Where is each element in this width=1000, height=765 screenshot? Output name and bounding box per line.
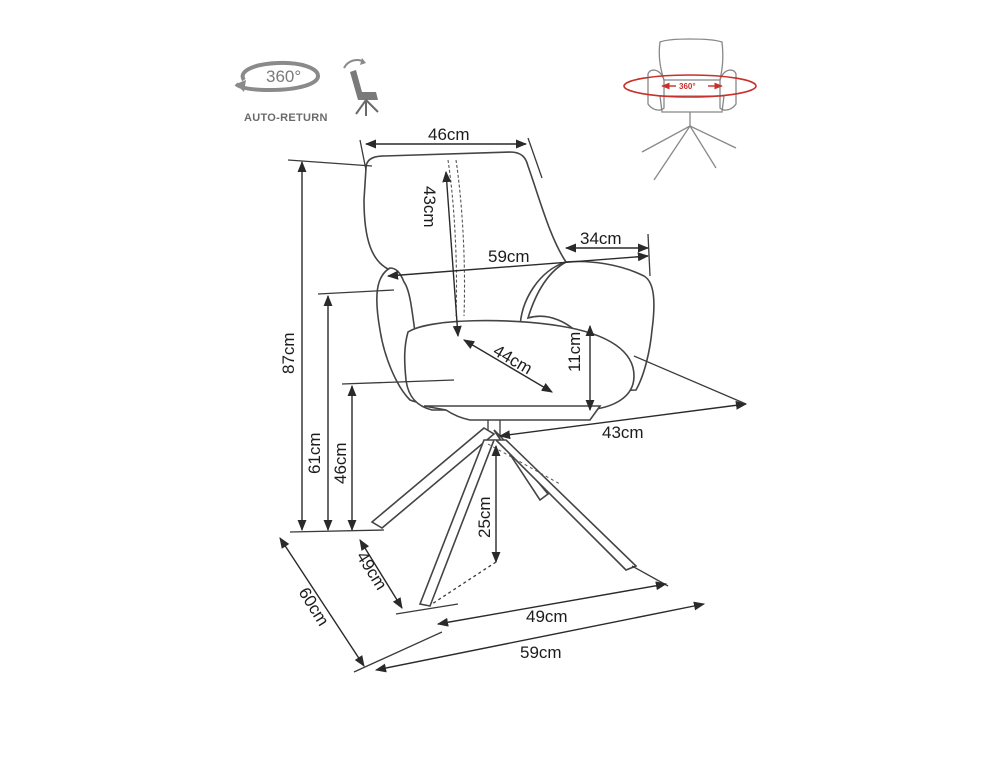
armrest-height-label: 61cm xyxy=(305,432,324,474)
base-depth-label: 49cm xyxy=(353,548,391,593)
backrest-width-label: 46cm xyxy=(428,125,470,144)
overall-depth-label: 60cm xyxy=(295,584,333,629)
chair-outline xyxy=(363,151,655,607)
base-width-label: 49cm xyxy=(526,607,568,626)
auto-return-chair-icon xyxy=(343,58,379,116)
rotation-360-icon: 360° xyxy=(234,60,321,93)
thumbnail-chair-image: 360° xyxy=(623,38,757,181)
arm-width-label: 34cm xyxy=(580,229,622,248)
dimension-lines xyxy=(279,137,748,673)
base-height-label: 25cm xyxy=(475,496,494,538)
total-height-label: 87cm xyxy=(279,332,298,374)
backrest-height-label: 43cm xyxy=(420,186,439,228)
thumbnail-360-label: 360° xyxy=(679,82,696,91)
rotation-360-label: 360° xyxy=(266,67,301,86)
auto-return-label: AUTO-RETURN xyxy=(244,112,328,124)
overall-width-arms-label: 59cm xyxy=(488,247,530,266)
overall-width-label: 59cm xyxy=(520,643,562,662)
seat-side-depth-label: 43cm xyxy=(602,423,644,442)
cushion-height-label: 11cm xyxy=(565,332,584,372)
seat-height-label: 46cm xyxy=(331,442,350,484)
